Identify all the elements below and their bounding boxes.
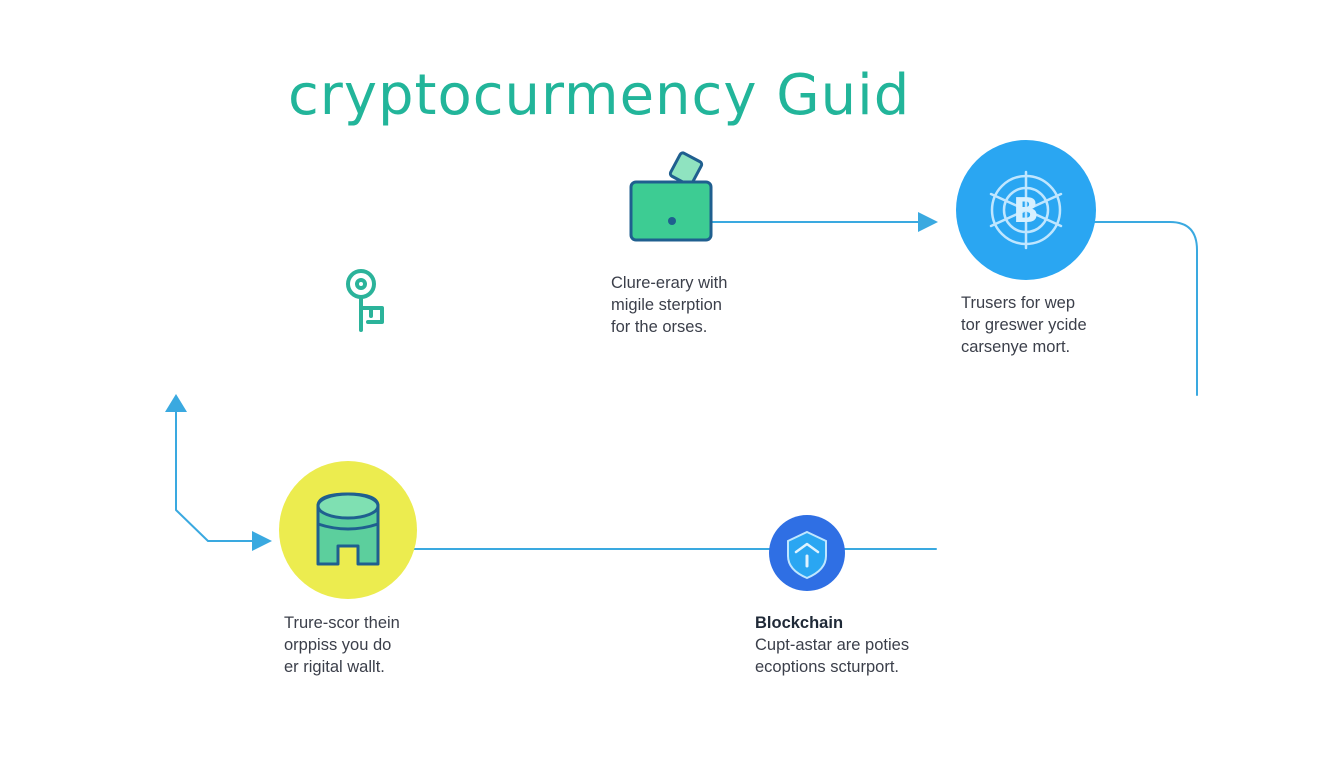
storage-description-line: Trure-scor thein [284,614,400,632]
page-title: cryptocurmency Guid [288,63,911,128]
wallet-description-line: migile sterption [611,296,722,314]
svg-text:B: B [1013,191,1039,231]
coin-description: Trusers for wep tor greswer ycide carsen… [961,292,1087,358]
storage-description-line: er rigital wallt. [284,658,385,676]
coin-description-line: tor greswer ycide [961,316,1087,334]
arrowhead-up [165,394,187,412]
wallet-icon [626,150,716,246]
bitcoin-icon: B [955,139,1097,281]
blockchain-heading: Blockchain [755,614,844,632]
coin-description-line: Trusers for wep [961,294,1076,312]
wallet-description: Clure-erary with migile sterption for th… [611,272,727,338]
connector-up-left [175,407,259,542]
wallet-description-line: for the orses. [611,318,708,336]
storage-description: Trure-scor thein orppiss you do er rigit… [284,612,400,678]
blockchain-description: Blockchain Cupt-astar are poties ecoptio… [755,612,909,678]
arrowhead-to-coin [918,212,938,232]
wallet-description-line: Clure-erary with [611,274,728,292]
storage-description-line: orppiss you do [284,636,392,654]
connector-coin-to-right [1089,221,1198,396]
blockchain-description-line: ecoptions scturport. [755,658,899,676]
arrowhead-to-storage [252,531,272,551]
storage-icon [278,460,418,600]
blockchain-shield-icon [768,514,846,592]
key-icon [338,264,390,336]
coin-description-line: carsenye mort. [961,338,1071,356]
blockchain-description-line: Cupt-astar are poties [755,636,910,654]
